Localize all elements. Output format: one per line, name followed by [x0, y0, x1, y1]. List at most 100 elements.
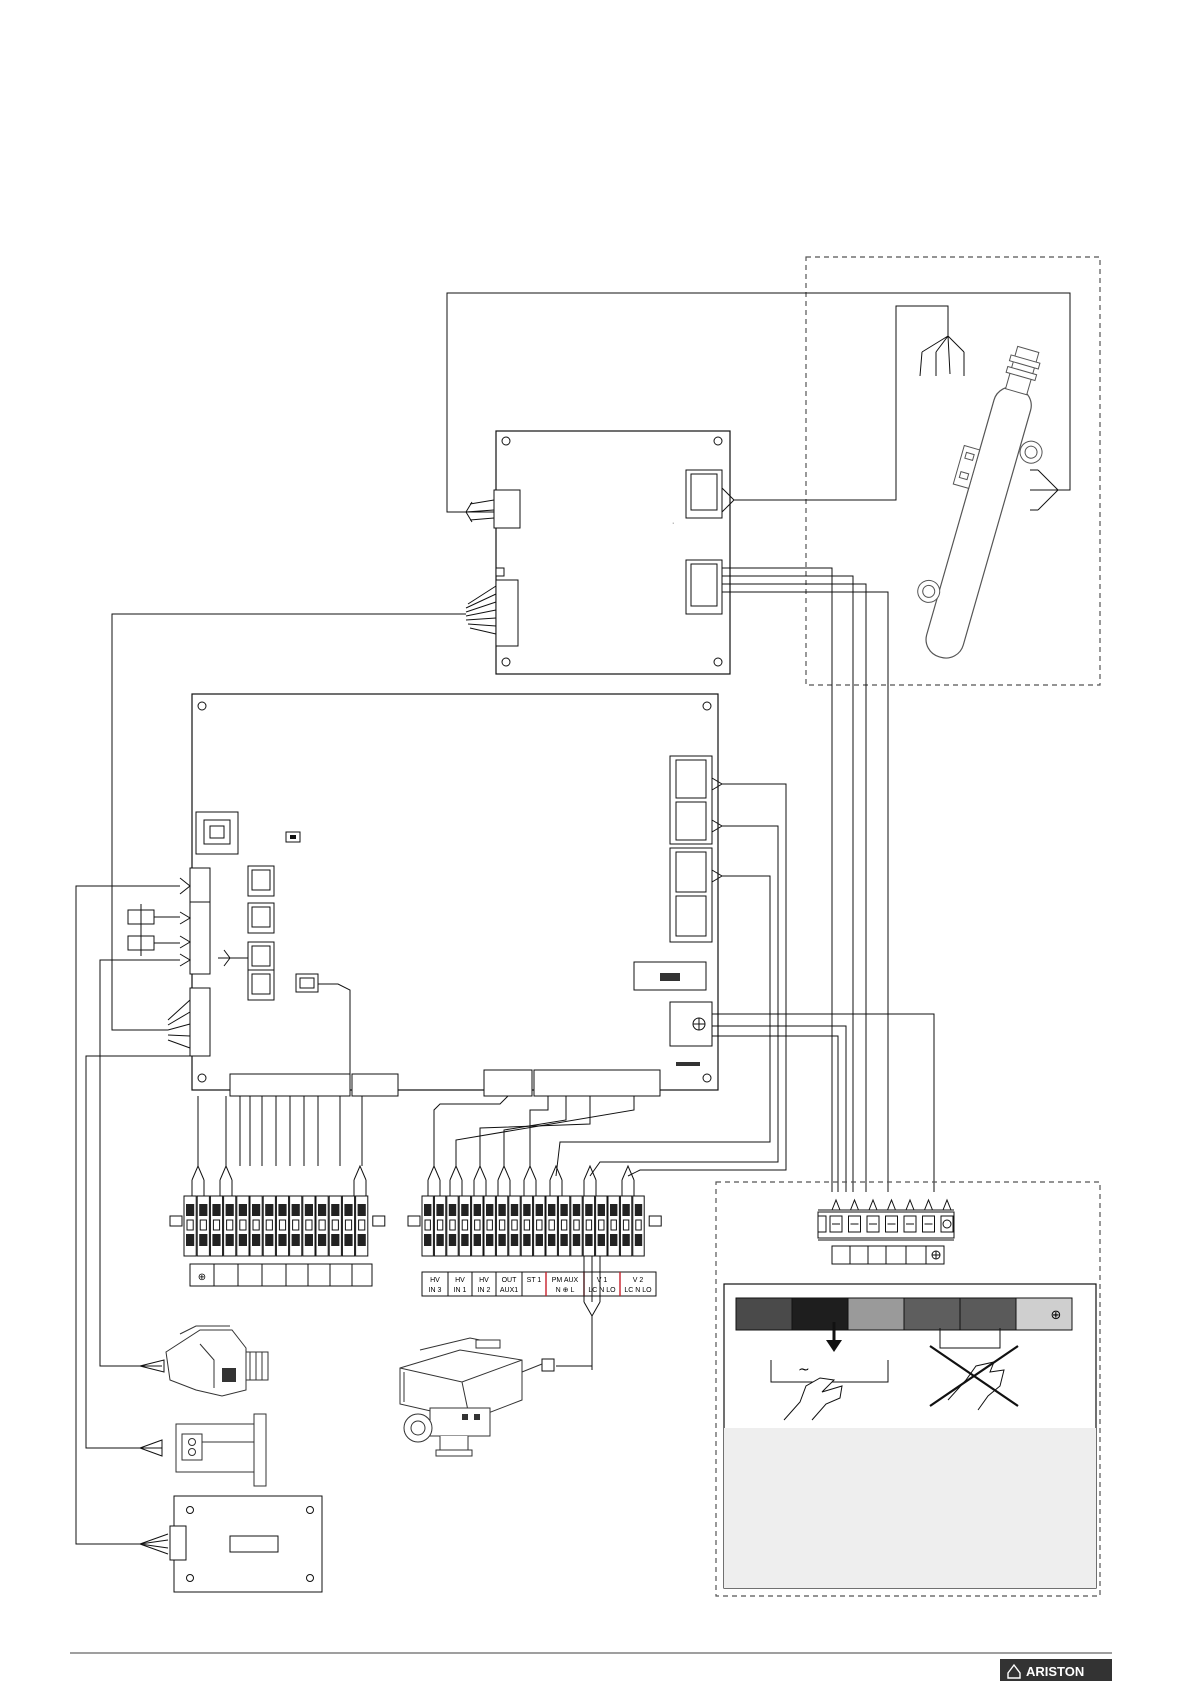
expansion-board-icon: [140, 1496, 322, 1592]
terminal[interactable]: [496, 1196, 507, 1256]
terminal[interactable]: [620, 1196, 631, 1256]
terminal[interactable]: [484, 1196, 495, 1256]
aux-board: ·: [466, 431, 734, 674]
terminal-block-right: [408, 1166, 661, 1256]
terminal[interactable]: [447, 1196, 458, 1256]
heater-terminal-fork-right: [1030, 470, 1068, 510]
wire-fork: [524, 1166, 536, 1180]
wire-aux-to-strip-4: [722, 592, 888, 1192]
terminal-label-cell: V 2 LC N LO: [620, 1272, 656, 1296]
block-end-right: [373, 1216, 385, 1226]
terminal[interactable]: [303, 1196, 315, 1256]
terminal[interactable]: [422, 1196, 433, 1256]
wire-aux-to-strip-2: [722, 576, 853, 1192]
terminal[interactable]: [210, 1196, 222, 1256]
terminal-label-top: HV: [455, 1277, 465, 1284]
terminal-block-left: [170, 1166, 385, 1256]
wire-color-bar: ⊕: [736, 1298, 1072, 1330]
wire-fork: [584, 1166, 596, 1180]
terminal-label-top: V 1: [597, 1277, 608, 1284]
ground-connector: [670, 1002, 712, 1046]
wire-aux-to-strip-3: [722, 584, 866, 1192]
heater-terminal-fork-top: [920, 306, 964, 376]
ac-symbol: ~: [798, 1362, 810, 1378]
terminal[interactable]: [290, 1196, 302, 1256]
terminal-label-top: HV: [479, 1277, 489, 1284]
wire-fork: [474, 1166, 486, 1180]
left-block-wires: [198, 1096, 362, 1166]
right-block-wires: [434, 1096, 634, 1166]
terminal-label-bottom: IN 3: [429, 1287, 442, 1294]
terminal[interactable]: [546, 1196, 557, 1256]
terminal[interactable]: [250, 1196, 262, 1256]
connector-left-3: [190, 988, 210, 1056]
terminal[interactable]: [571, 1196, 582, 1256]
terminal-label-top: V 2: [633, 1277, 644, 1284]
terminal[interactable]: [608, 1196, 619, 1256]
wire-color-swatch: [904, 1298, 960, 1330]
terminal[interactable]: [197, 1196, 209, 1256]
note-panel: [724, 1428, 1096, 1588]
wire-left-sensor-1: [76, 886, 180, 1544]
rj-socket-icon: [196, 812, 238, 854]
terminal[interactable]: [263, 1196, 275, 1256]
power-terminal[interactable]: [904, 1200, 916, 1232]
terminal[interactable]: [184, 1196, 196, 1256]
terminal[interactable]: [459, 1196, 470, 1256]
wire-fork: [450, 1166, 462, 1180]
ground-icon: [932, 1251, 940, 1259]
flow-sensor-icon: [140, 1326, 268, 1396]
terminal-label-bottom: N ⊕ L: [556, 1287, 575, 1294]
terminal-label-top: ST 1: [527, 1277, 542, 1284]
wire-fork: [498, 1166, 510, 1180]
svg-text:·: ·: [672, 520, 674, 527]
terminal-label-cell: V 1LC N LO: [584, 1272, 620, 1296]
wire-color-swatch: [848, 1298, 904, 1330]
terminal[interactable]: [356, 1196, 368, 1256]
power-terminal[interactable]: [830, 1200, 842, 1232]
terminal-label-bottom: IN 2: [478, 1287, 491, 1294]
power-terminal[interactable]: [886, 1200, 898, 1232]
terminal[interactable]: [472, 1196, 483, 1256]
terminal-label-bottom: IN 1: [454, 1287, 467, 1294]
terminal-label-top: HV: [430, 1277, 440, 1284]
terminal[interactable]: [596, 1196, 607, 1256]
power-terminal[interactable]: [867, 1200, 879, 1232]
terminal[interactable]: [583, 1196, 594, 1256]
terminal[interactable]: [316, 1196, 328, 1256]
terminal-label-cell: OUTAUX1: [496, 1272, 522, 1296]
ariston-logo-text: ARISTON: [1026, 1664, 1084, 1679]
terminal-label-cell: HV IN 2: [472, 1272, 496, 1296]
terminal[interactable]: [276, 1196, 288, 1256]
wire-ground-1: [712, 1014, 934, 1192]
wire-fork: [220, 1166, 232, 1180]
connector-left-1: [190, 868, 210, 902]
terminal[interactable]: [342, 1196, 354, 1256]
wire-ground-2: [712, 1026, 846, 1192]
power-terminal[interactable]: [849, 1200, 861, 1232]
terminal[interactable]: [237, 1196, 249, 1256]
left-label-strip: ⊕: [190, 1264, 372, 1286]
power-terminal[interactable]: [923, 1200, 935, 1232]
left-strip-ground-symbol: ⊕: [198, 1272, 206, 1283]
wire-aux-to-heater-1: [734, 306, 920, 500]
terminal[interactable]: [633, 1196, 644, 1256]
terminal-label-top: PM AUX: [552, 1277, 579, 1284]
thermostat-sensor-icon: [140, 1414, 266, 1486]
ariston-logo: ARISTON: [1000, 1659, 1112, 1681]
terminal[interactable]: [329, 1196, 341, 1256]
terminal[interactable]: [434, 1196, 445, 1256]
power-terminal-strip: [818, 1200, 954, 1264]
terminal[interactable]: [224, 1196, 236, 1256]
wire-fork: [428, 1166, 440, 1180]
terminal-label-bottom: LC N LO: [624, 1287, 652, 1294]
power-terminal[interactable]: [941, 1200, 953, 1232]
terminal[interactable]: [521, 1196, 532, 1256]
block-end-left: [170, 1216, 182, 1226]
terminal[interactable]: [534, 1196, 545, 1256]
terminal[interactable]: [509, 1196, 520, 1256]
terminal-label-cell: PM AUX N ⊕ L: [546, 1272, 584, 1296]
zone-valve-icon: [400, 1338, 542, 1456]
terminal[interactable]: [558, 1196, 569, 1256]
